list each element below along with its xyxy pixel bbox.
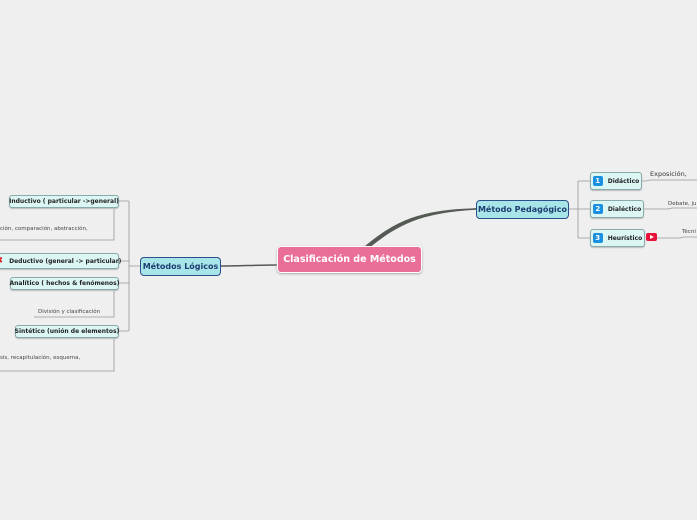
metodos-logicos-node[interactable]: Métodos Lógicos [140, 257, 221, 276]
didactico-node[interactable]: 1 Didáctico [590, 172, 642, 190]
deductivo-label: Deductivo (general -> particular) [9, 257, 122, 265]
dialectico-node[interactable]: 2 Dialéctico [590, 200, 644, 218]
heuristico-label: Heurístico [607, 234, 643, 242]
heuristico-note: Técni [682, 229, 696, 235]
metodo-pedagogico-node[interactable]: Método Pedagógico [476, 200, 569, 219]
heuristico-node[interactable]: 3 Heurístico [590, 229, 645, 247]
x-icon: ✖ [0, 256, 3, 266]
number-2-icon: 2 [592, 204, 603, 214]
deductivo-node[interactable]: ✖ Deductivo (general -> particular) [0, 253, 122, 269]
youtube-icon[interactable] [646, 233, 657, 241]
number-1-icon: 1 [592, 176, 603, 186]
analitico-node[interactable]: Analítico ( hechos & fenómenos) [10, 277, 120, 290]
analitico-note: División y clasificación [38, 309, 101, 315]
inductivo-node[interactable]: Inductivo ( particular ->general) [9, 195, 119, 208]
dialectico-note: Debate, ju [668, 201, 697, 207]
inductivo-note: ción, comparación, abstracción, [0, 226, 88, 232]
sintetico-node[interactable]: Sintético (unión de elementos) [15, 325, 119, 338]
number-3-icon: 3 [592, 233, 603, 243]
central-topic[interactable]: Clasificación de Métodos [277, 246, 422, 273]
didactico-label: Didáctico [607, 177, 640, 185]
didactico-note: Exposición, [650, 170, 687, 178]
dialectico-label: Dialéctico [607, 205, 642, 213]
sintetico-note: sis, recapitulación, esquema, [0, 355, 81, 361]
